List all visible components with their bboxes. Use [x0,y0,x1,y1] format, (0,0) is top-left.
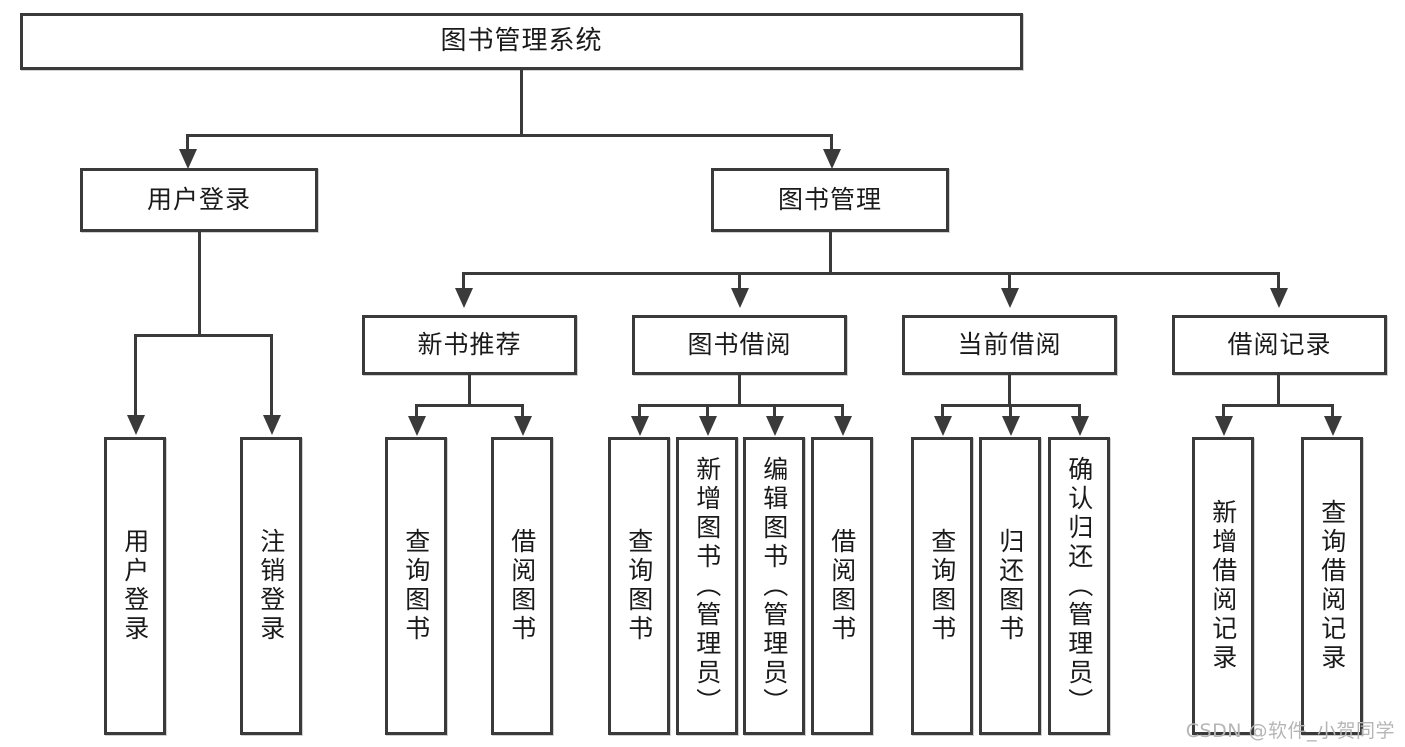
leaf-add-book-admin[interactable]: 新增图书（管理员） [676,437,738,735]
leaf-label: 查询图书 [401,528,431,644]
node-borrow-record[interactable]: 借阅记录 [1172,315,1387,375]
leaf-label: 查询图书 [624,528,654,644]
leaf-label: 新增借阅记录 [1208,499,1238,673]
edge-drop-borrow-record-2 [1331,404,1334,419]
leaf-logout[interactable]: 注销登录 [240,437,302,735]
node-label: 借阅记录 [1227,330,1332,360]
leaf-label: 编辑图书（管理员） [759,455,789,717]
leaf-label: 借阅图书 [827,528,857,644]
edge-new-book-stem [468,375,471,404]
node-label: 图书管理 [777,185,882,215]
edge-drop-level3-3 [1008,272,1011,290]
leaf-label: 借阅图书 [507,528,537,644]
arrow-level3-2 [731,288,749,308]
leaf-query-book-current[interactable]: 查询图书 [911,437,973,735]
arrow-book-borrow-3 [766,416,784,436]
edge-book-management-stem [829,232,832,272]
edge-current-borrow-stem [1008,375,1011,404]
edge-drop-current-borrow-3 [1078,404,1081,419]
edge-drop-borrow-record-1 [1222,404,1225,419]
edge-level3-bus [462,272,1280,275]
leaf-label: 用户登录 [120,528,150,644]
edge-drop-book-borrow-3 [773,404,776,419]
arrow-leaf-user-login-2 [263,415,281,435]
node-label: 图书管理系统 [440,26,603,57]
edge-book-borrow-stem [738,375,741,404]
arrow-new-book-1 [408,416,426,436]
leaf-label: 查询图书 [927,528,957,644]
leaf-user-login[interactable]: 用户登录 [104,437,166,735]
leaf-label: 注销登录 [256,528,286,644]
arrow-current-borrow-1 [934,416,952,436]
arrow-user-login [179,149,197,169]
node-label: 图书借阅 [687,330,792,360]
edge-drop-level3-2 [738,272,741,290]
edge-drop-user-login [186,134,189,152]
edge-drop-level3-4 [1277,272,1280,290]
leaf-borrow-book-recommend[interactable]: 借阅图书 [491,437,553,735]
edge-drop-book-borrow-2 [706,404,709,419]
leaf-edit-book-admin[interactable]: 编辑图书（管理员） [743,437,805,735]
leaf-label: 查询借阅记录 [1317,499,1347,673]
node-label: 用户登录 [146,185,251,215]
edge-drop-leaf-user-login-2 [270,334,273,418]
arrow-book-borrow-4 [834,416,852,436]
edge-drop-book-borrow-1 [638,404,641,419]
edge-borrow-record-stem [1277,375,1280,404]
node-book-borrow[interactable]: 图书借阅 [632,315,847,375]
edge-drop-new-book-2 [521,404,524,419]
edge-drop-book-management [830,134,833,152]
edge-user-login-leaf-bus [134,334,273,337]
arrow-borrow-record-1 [1215,416,1233,436]
arrow-current-borrow-3 [1071,416,1089,436]
leaf-confirm-return-admin[interactable]: 确认归还（管理员） [1048,437,1110,735]
edge-new-book-leaf-bus [415,404,524,407]
edge-drop-level3-1 [462,272,465,290]
leaf-label: 新增图书（管理员） [692,455,722,717]
arrow-current-borrow-2 [1002,416,1020,436]
arrow-book-management [823,149,841,169]
arrow-level3-3 [1001,288,1019,308]
node-label: 新书推荐 [417,330,522,360]
edge-user-login-stem [198,232,201,334]
leaf-query-book-borrow[interactable]: 查询图书 [608,437,670,735]
edge-root-stem [520,70,523,134]
node-root-book-management-system[interactable]: 图书管理系统 [20,13,1023,70]
leaf-label: 确认归还（管理员） [1064,455,1094,717]
arrow-book-borrow-1 [631,416,649,436]
edge-drop-book-borrow-4 [841,404,844,419]
watermark: CSDN @软件_小贺同学 [1185,720,1395,742]
arrow-level3-4 [1270,288,1288,308]
edge-drop-current-borrow-2 [1009,404,1012,419]
node-user-login[interactable]: 用户登录 [80,168,318,232]
node-book-management[interactable]: 图书管理 [711,168,949,232]
leaf-borrow-book[interactable]: 借阅图书 [811,437,873,735]
edge-level2-bus [186,134,833,137]
node-new-book-recommend[interactable]: 新书推荐 [362,315,577,375]
arrow-new-book-2 [514,416,532,436]
leaf-return-book[interactable]: 归还图书 [979,437,1041,735]
arrow-borrow-record-2 [1324,416,1342,436]
edge-drop-current-borrow-1 [941,404,944,419]
node-label: 当前借阅 [957,330,1062,360]
node-current-borrow[interactable]: 当前借阅 [902,315,1117,375]
leaf-query-borrow-record[interactable]: 查询借阅记录 [1301,437,1363,735]
leaf-label: 归还图书 [995,528,1025,644]
edge-drop-leaf-user-login-1 [134,334,137,418]
edge-book-borrow-leaf-bus [638,404,844,407]
arrow-leaf-user-login-1 [127,415,145,435]
edge-borrow-record-leaf-bus [1222,404,1334,407]
arrow-level3-1 [455,288,473,308]
leaf-add-borrow-record[interactable]: 新增借阅记录 [1192,437,1254,735]
edge-drop-new-book-1 [415,404,418,419]
leaf-query-book-recommend[interactable]: 查询图书 [385,437,447,735]
arrow-book-borrow-2 [699,416,717,436]
